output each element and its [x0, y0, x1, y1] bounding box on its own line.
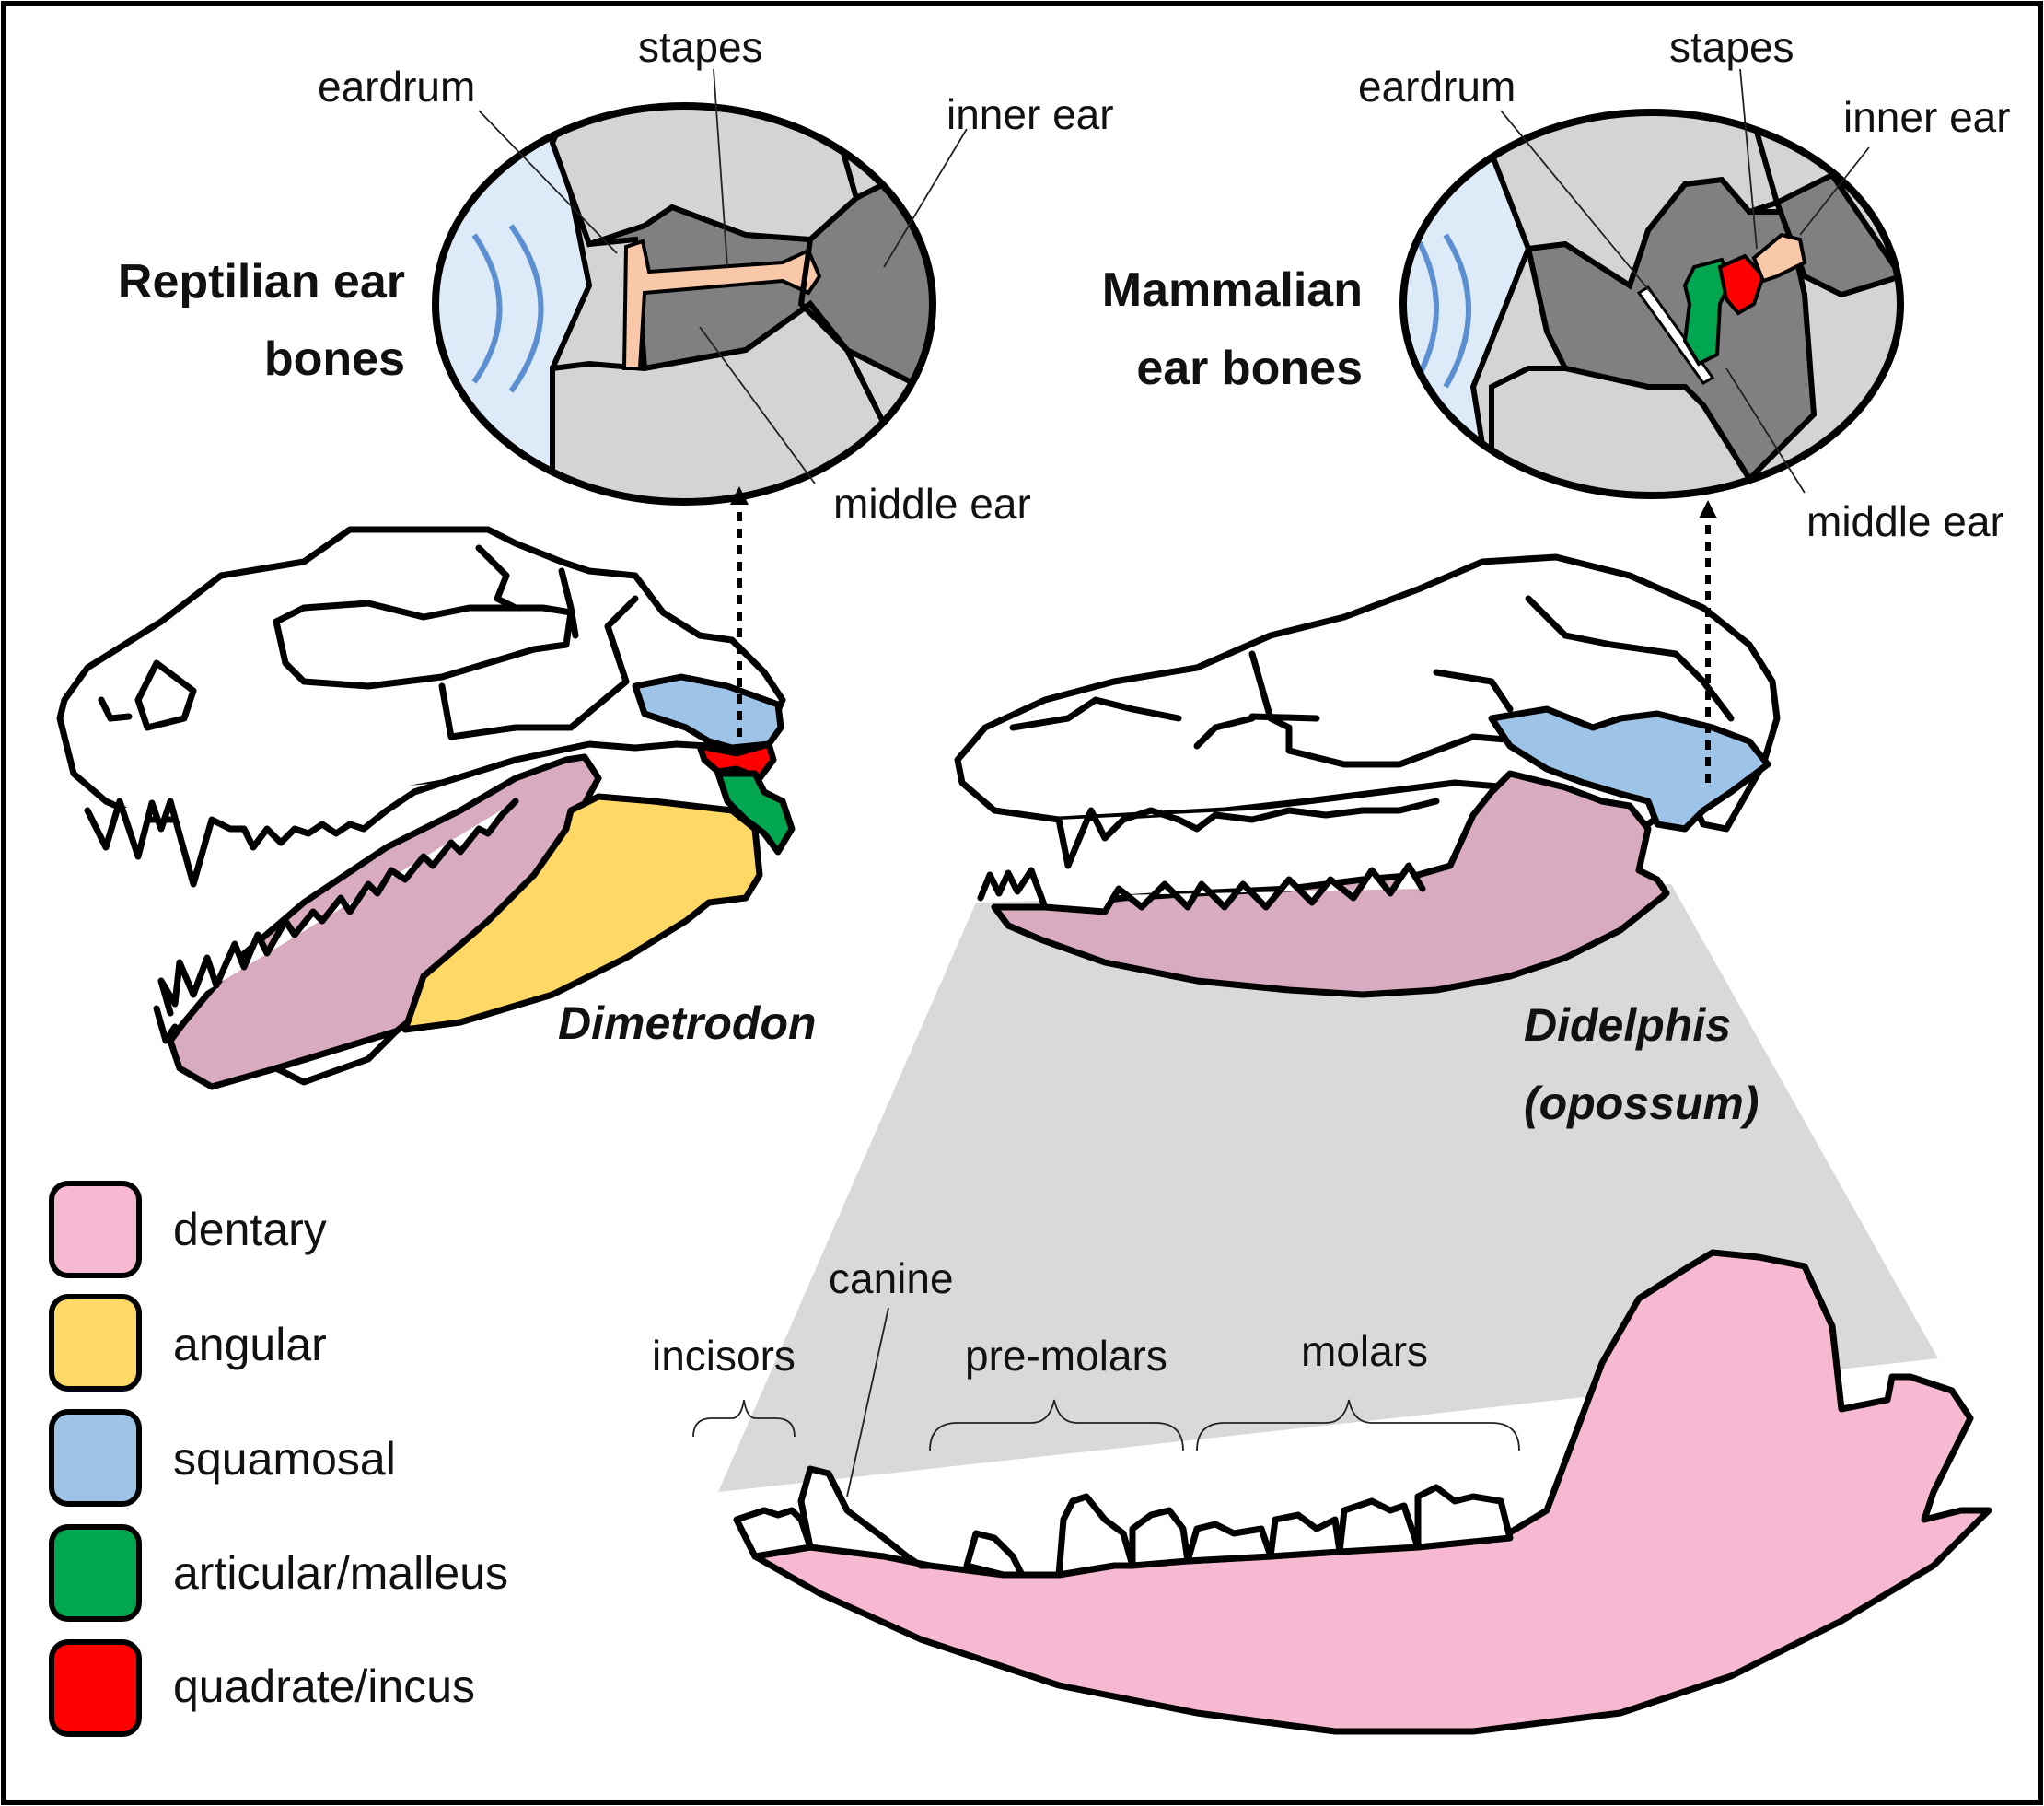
dimetrodon-skull: Dimetrodon [56, 486, 817, 1090]
mammalian-ear-inset: eardrum stapes inner ear middle ear Mamm… [1102, 23, 2011, 545]
incisors-label: incisors [652, 1332, 796, 1380]
legend-swatch-quadrate-incus [49, 1639, 142, 1737]
legend-label-dentary: dentary [173, 1204, 327, 1255]
legend-label-angular: angular [173, 1319, 327, 1370]
reptile-middle-ear-label: middle ear [833, 480, 1031, 528]
reptile-title-line2: bones [264, 332, 405, 386]
mammal-title-line2: ear bones [1136, 342, 1363, 395]
reptilian-ear-inset: eardrum stapes inner ear middle ear Rept… [118, 23, 1114, 528]
molars-label: molars [1301, 1327, 1428, 1375]
canine-label: canine [829, 1254, 954, 1302]
legend-swatch-angular [49, 1294, 142, 1392]
legend: dentary angular squamosal articular/mall… [49, 1181, 508, 1737]
species-didelphis-line1: Didelphis [1524, 999, 1731, 1051]
species-dimetrodon: Dimetrodon [558, 997, 817, 1049]
mammal-stapes-label: stapes [1669, 23, 1794, 71]
reptile-eardrum-label: eardrum [318, 63, 475, 111]
legend-label-articular-malleus: articular/malleus [173, 1547, 508, 1599]
mammal-inner-ear-label: inner ear [1843, 93, 2011, 141]
mammal-middle-ear-label: middle ear [1806, 497, 2004, 545]
legend-swatch-dentary [49, 1181, 142, 1278]
mammal-eardrum-label: eardrum [1358, 63, 1516, 111]
reptile-inner-ear-label: inner ear [947, 90, 1114, 138]
legend-swatch-articular-malleus [49, 1524, 142, 1622]
legend-label-quadrate-incus: quadrate/incus [173, 1660, 475, 1712]
enlarged-jaw: canine incisors pre-molars molars [652, 1249, 1992, 1735]
species-didelphis-line2: (opossum) [1524, 1078, 1759, 1129]
reptile-title-line1: Reptilian ear [118, 255, 405, 309]
didelphis-skull: Didelphis (opossum) [954, 500, 1781, 1129]
reptilian-ear-circle [432, 102, 936, 506]
legend-swatch-squamosal [49, 1409, 142, 1507]
premolars-label: pre-molars [965, 1332, 1167, 1380]
legend-label-squamosal: squamosal [173, 1433, 396, 1485]
mammal-title-line1: Mammalian [1102, 263, 1363, 317]
reptile-stapes-label: stapes [638, 23, 763, 71]
mammalian-ear-circle [1399, 109, 1904, 499]
